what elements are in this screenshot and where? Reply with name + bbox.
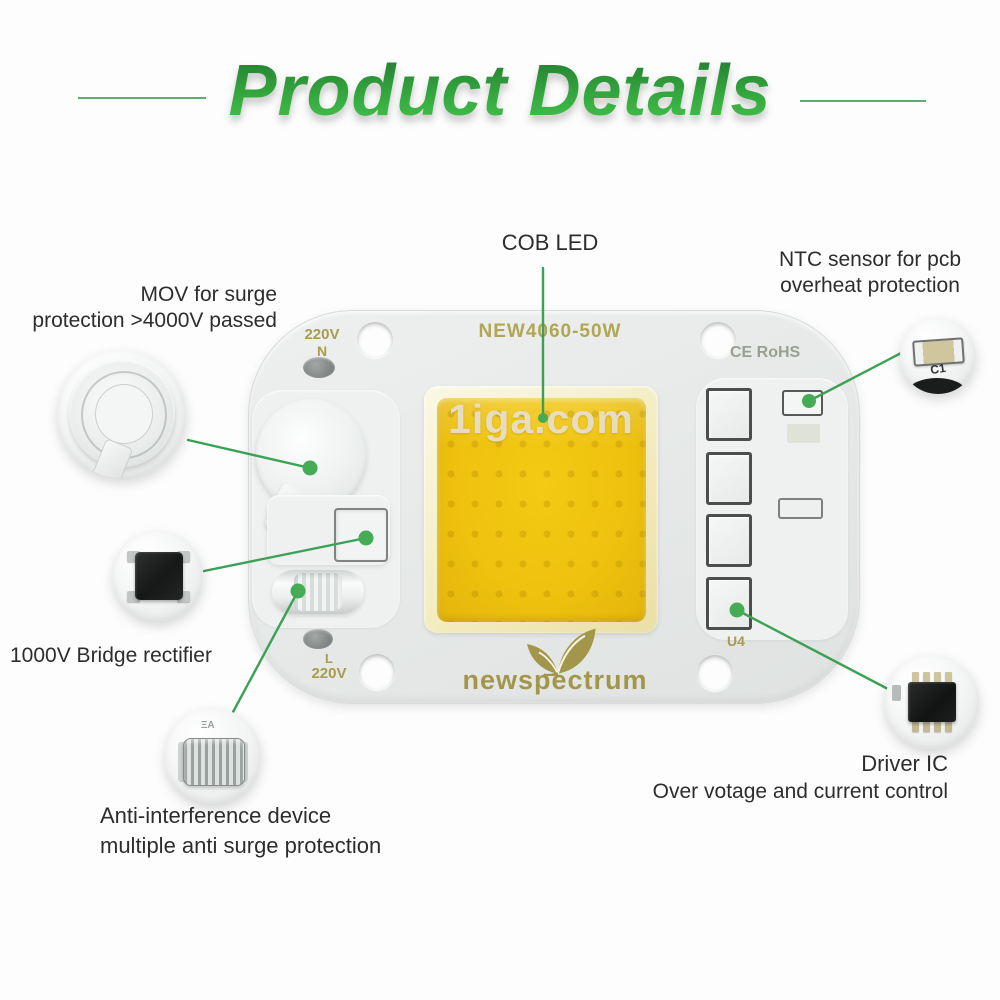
inductor-end-cap-left	[178, 742, 187, 782]
bridge-lead-1	[127, 551, 140, 562]
driver-ic-chip	[908, 682, 956, 722]
solder-pad-top	[303, 357, 335, 378]
leaf-icon	[527, 628, 596, 676]
driver-lead-8	[945, 721, 952, 732]
driver-ic-zoom-inset	[885, 655, 979, 749]
mov-label-line1: MOV for surge	[140, 283, 277, 306]
silkscreen-ref-u4: U4	[727, 633, 745, 649]
driver-lead-5	[912, 721, 919, 732]
cob-led-label: COB LED	[501, 230, 599, 255]
mov-zoom-inset	[58, 350, 186, 478]
bridge-lead-2	[177, 551, 190, 562]
ntc-label-line1: NTC sensor for pcb	[778, 248, 962, 271]
smd-pad-outline	[778, 498, 823, 519]
callout-ntc-sensor: NTC sensor for pcb overheat protection	[768, 247, 972, 299]
driver-lead-7	[934, 721, 941, 732]
smd-capacitor-2	[706, 452, 752, 505]
driver-lead-4	[945, 672, 952, 683]
callout-anti-interference: Anti-interference device multiple anti s…	[100, 801, 420, 861]
callout-bridge-rectifier: 1000V Bridge rectifier	[10, 643, 250, 669]
title-divider-left	[78, 97, 206, 99]
ntc-sensor-zoom-inset: C1	[900, 318, 976, 394]
watermark-text: 1iga.com	[448, 396, 634, 442]
mounting-hole-top-left	[357, 322, 393, 358]
silkscreen-terminal-n: N	[316, 343, 328, 359]
ntc-shadow-bar	[909, 378, 965, 394]
bridge-lead-4	[177, 591, 190, 602]
inductor-coil	[272, 570, 364, 614]
driver-label-line2: Over votage and current control	[652, 780, 948, 803]
silkscreen-terminal-n-voltage: 220V	[304, 326, 340, 343]
driver-lead-3	[934, 672, 941, 683]
silkscreen-terminal-l-voltage: 220V	[311, 665, 347, 682]
callout-cob-led: COB LED	[470, 230, 630, 256]
bridge-rectifier-chip	[135, 552, 183, 600]
bridge-label: 1000V Bridge rectifier	[10, 644, 212, 667]
driver-lead-1	[912, 672, 919, 683]
title-divider-right	[800, 100, 926, 102]
varistor-core	[95, 384, 153, 444]
mounting-hole-top-right	[700, 322, 736, 358]
smd-pad-faded	[787, 424, 820, 443]
driver-lead-2	[923, 672, 930, 683]
driver-ic-chip-on-board	[706, 577, 752, 630]
inductor-winding	[183, 738, 245, 786]
bridge-rectifier-zoom-inset	[113, 531, 203, 621]
smd-capacitor-3	[706, 514, 752, 567]
silkscreen-model-number: NEW4060-50W	[478, 321, 622, 342]
mounting-hole-bottom-left	[359, 654, 395, 690]
page-title: Product Details	[0, 50, 1000, 132]
mounting-hole-bottom-right	[697, 655, 733, 691]
driver-label-line1: Driver IC	[861, 751, 948, 776]
solder-pad-bottom	[303, 629, 333, 649]
driver-lead-6	[923, 721, 930, 732]
silkscreen-terminal-l: L	[325, 651, 333, 666]
inductor-marking: ΞA	[201, 720, 215, 731]
callout-driver-ic: Driver IC Over votage and current contro…	[600, 750, 948, 806]
silkscreen-ce-rohs: CE RoHS	[730, 344, 801, 361]
anti-label-line2: multiple anti surge protection	[100, 833, 382, 858]
smd-capacitor-1	[706, 388, 752, 441]
brand-name: newspectrum	[462, 665, 648, 695]
ntc-label-line2: overheat protection	[780, 274, 960, 297]
bridge-lead-3	[127, 591, 140, 602]
capacitor-outline	[334, 508, 388, 562]
anti-interference-zoom-inset: ΞA	[165, 708, 261, 804]
mov-label-line2: protection >4000V passed	[32, 309, 277, 332]
cob-led-emitting-surface	[437, 398, 646, 622]
anti-label-line1: Anti-interference device	[100, 803, 332, 828]
ntc-sensor-on-board	[782, 390, 823, 416]
driver-side-pad	[892, 685, 901, 701]
callout-mov: MOV for surge protection >4000V passed	[12, 282, 277, 334]
